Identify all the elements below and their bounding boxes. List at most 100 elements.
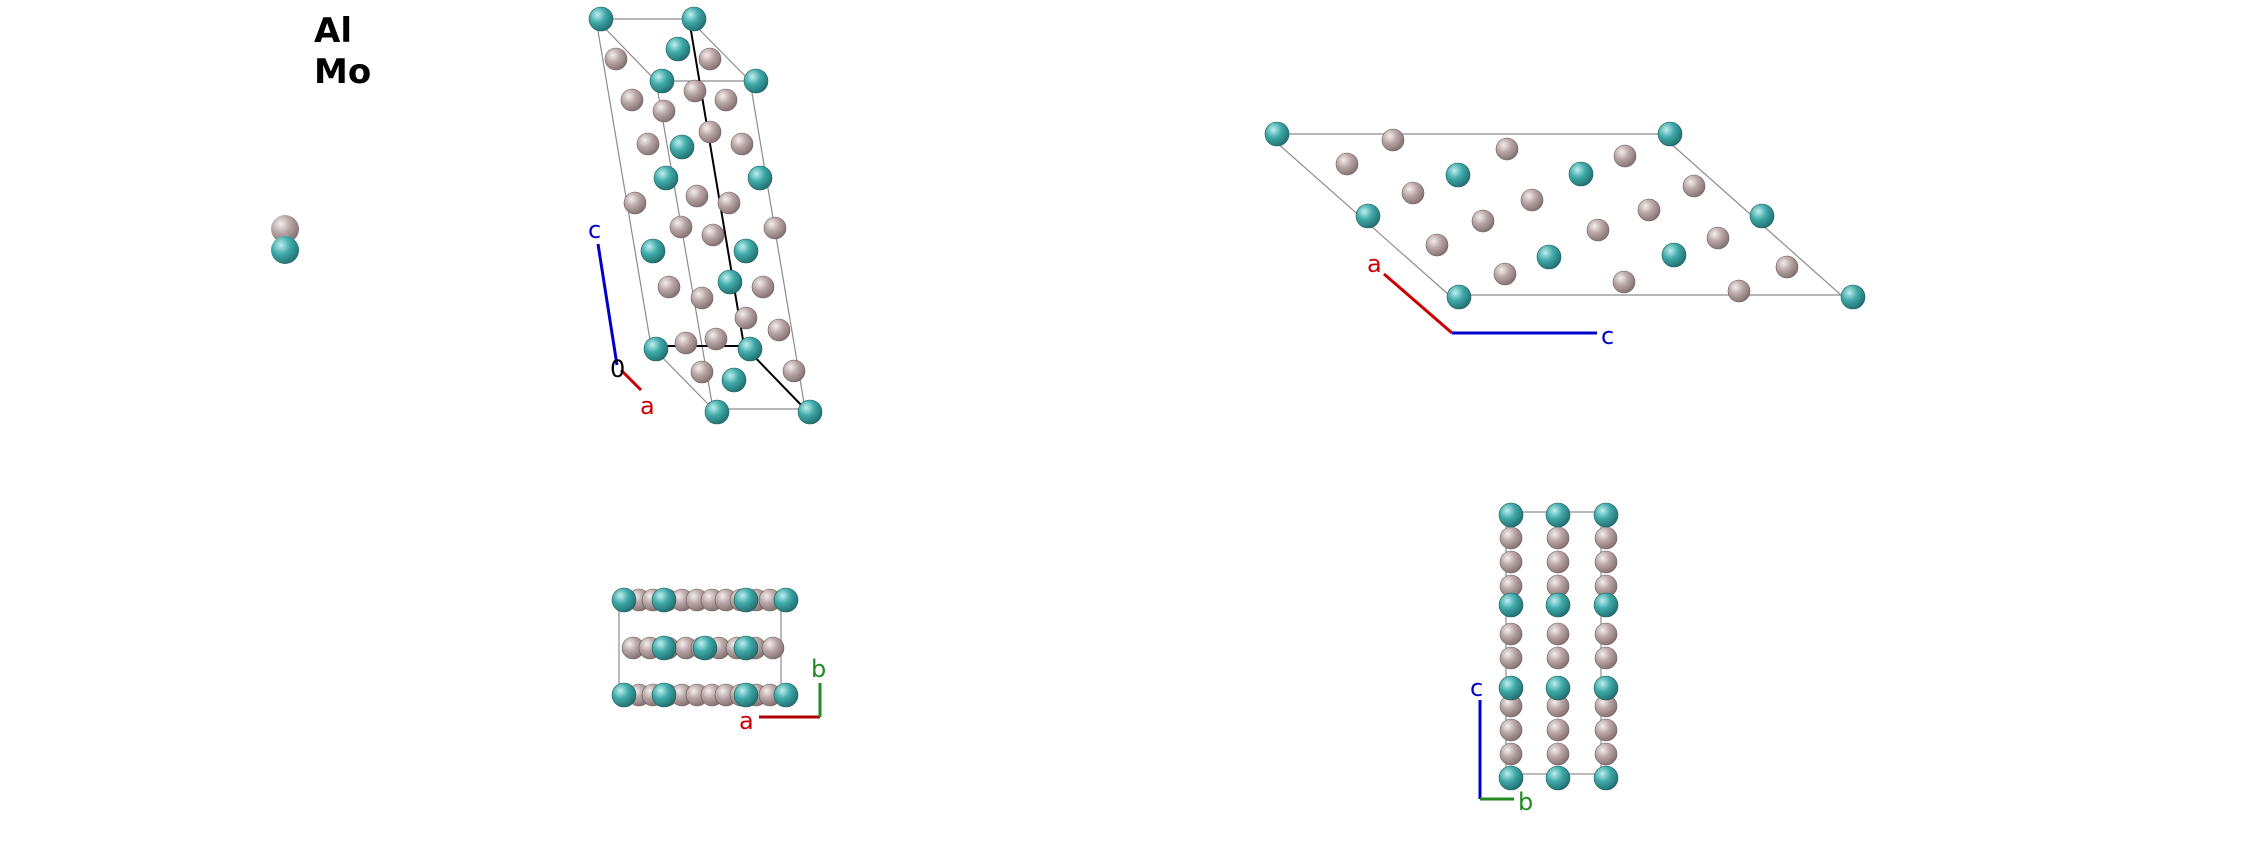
mo-atom-icon [733,682,759,708]
mo-atom-icon [704,399,730,425]
mo-atom-icon [721,367,747,393]
origin-label: 0 [610,355,625,383]
al-atom-icon [690,360,714,384]
a-axis-line [1383,272,1453,335]
mo-atom-icon [1545,502,1571,528]
axis-indicator: a c [1367,250,1614,350]
al-atom-icon [698,47,722,71]
mo-atom-icon [1498,765,1524,791]
mo-atom-icon [733,587,759,613]
axis-label-c: c [588,216,601,244]
mo-atom-icon [1498,675,1524,701]
mo-atom-icon [1536,244,1562,270]
mo-atom-icon [588,6,614,32]
atom-layer [611,587,799,708]
al-atom-icon [1499,550,1523,574]
al-atom-icon [685,184,709,208]
al-atom-icon [683,79,707,103]
axis-indicator: c b [1470,674,1533,816]
mo-atom-icon [1840,284,1866,310]
mo-atom-icon [653,165,679,191]
mo-atom-icon [797,399,823,425]
atom-layer [1498,502,1619,791]
al-atom-icon [620,88,644,112]
mo-atom-icon [1355,203,1381,229]
mo-atom-icon [1545,675,1571,701]
mo-atom-icon [611,682,637,708]
mo-atom-icon [651,635,677,661]
al-atom-icon [1586,218,1610,242]
al-atom-icon [1499,622,1523,646]
al-atom-icon [657,275,681,299]
al-atom-icon [1381,128,1405,152]
al-atom-icon [1495,137,1519,161]
al-atom-icon [1594,742,1618,766]
mo-atom-icon [1545,592,1571,618]
al-atom-icon [1520,188,1544,212]
mo-atom-icon [1264,121,1290,147]
axis-label-c: c [1470,674,1483,702]
side-view: c b [1470,502,1619,816]
legend-label-al: Al [314,11,352,51]
al-atom-icon [1727,279,1751,303]
al-atom-icon [1775,255,1799,279]
al-atom-icon [604,47,628,71]
al-atom-icon [730,132,754,156]
al-atom-icon [767,318,791,342]
al-atom-icon [1594,622,1618,646]
mo-atom-icon [1749,203,1775,229]
axis-label-b: b [811,655,826,683]
axis-indicator: b a [739,655,826,735]
al-atom-icon [674,331,698,355]
mo-atom-icon [1593,592,1619,618]
mo-atom-icon [1593,765,1619,791]
unit-cell-edges [595,18,806,410]
al-atom-icon [1335,152,1359,176]
al-atom-icon [698,120,722,144]
mo-atom-icon [1498,592,1524,618]
mo-atom-icon [737,336,763,362]
al-atom-icon [1706,226,1730,250]
al-atom-icon [1471,209,1495,233]
al-atom-icon [1613,144,1637,168]
al-atom-icon [623,191,647,215]
al-atom-icon [636,132,660,156]
al-atom-icon [782,359,806,383]
mo-atom-icon [1446,284,1472,310]
al-atom-icon [1594,550,1618,574]
al-atom-icon [1637,198,1661,222]
al-atom-icon [1499,646,1523,670]
axis-label-c: c [1601,322,1614,350]
mo-atom-icon [611,587,637,613]
al-atom-icon [734,306,758,330]
c-axis-line [596,243,619,366]
al-atom-icon [1499,718,1523,742]
al-atom-icon [704,327,728,351]
al-atom-icon [1594,718,1618,742]
mo-atom-icon [733,238,759,264]
mo-atom-icon [1545,765,1571,791]
al-atom-icon [1546,550,1570,574]
axis-label-a: a [1367,250,1382,278]
axis-label-a: a [739,707,754,735]
mo-atom-icon [1593,675,1619,701]
mo-atom-icon [717,269,743,295]
al-atom-icon [1594,526,1618,550]
atom-layer [588,6,823,425]
atom-layer [1264,121,1866,310]
front-view: b a [611,587,826,735]
al-atom-icon [1425,233,1449,257]
mo-atom-icon [681,6,707,32]
axis-label-a: a [640,392,655,420]
axis-label-b: b [1518,788,1533,816]
mo-atom-icon [773,682,799,708]
mo-atom-icon [733,635,759,661]
mo-atom-icon [651,682,677,708]
mo-atom-icon [1593,502,1619,528]
al-atom-icon [652,99,676,123]
mo-atom-icon [773,587,799,613]
al-atom-icon [1493,262,1517,286]
mo-atom-icon [1568,161,1594,187]
mo-atom-icon [743,68,769,94]
al-atom-icon [1546,718,1570,742]
